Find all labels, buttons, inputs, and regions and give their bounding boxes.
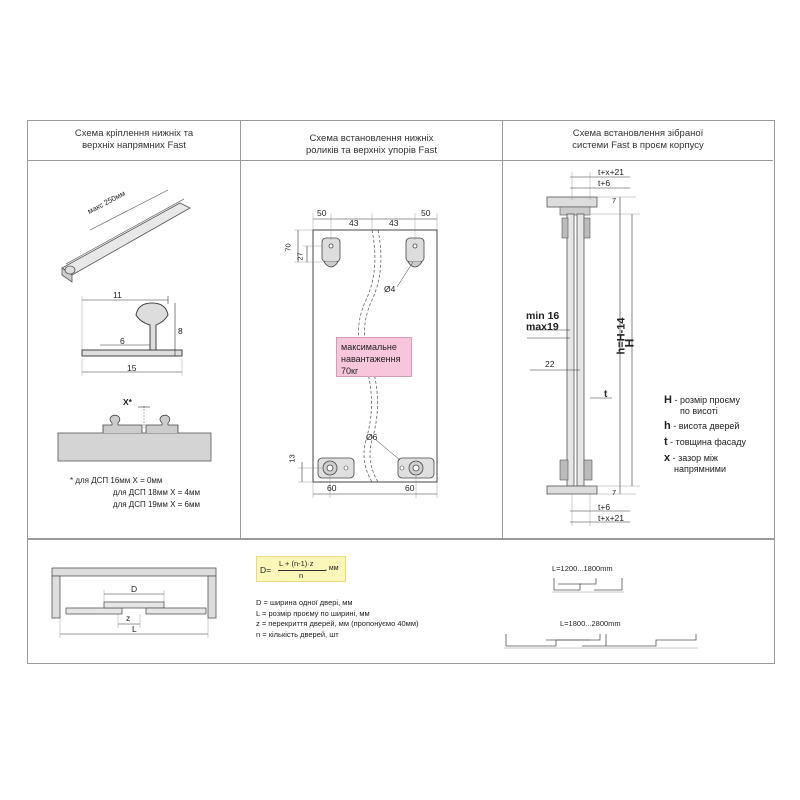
divider-left: [240, 120, 241, 538]
note-18mm: для ДСП 18мм X = 4мм: [112, 488, 200, 497]
def-D: D = ширина одної двері, мм: [256, 598, 353, 607]
middle-panel-title: Схема встановлення нижніх роликів та вер…: [241, 133, 502, 157]
dim-D: D: [131, 584, 138, 594]
min-16-label: min 16: [526, 310, 560, 322]
hole-4-label: Ø4: [384, 284, 396, 294]
right-title-line1: Схема встановлення зібраної: [572, 128, 704, 139]
dim-60-left: 60: [327, 483, 337, 493]
formula-numerator: L + (n-1)·z: [279, 559, 314, 568]
rail-3d-illustration: [61, 189, 191, 283]
dim-50-left: 50: [317, 208, 327, 218]
dim-50-right: 50: [421, 208, 431, 218]
bottom-roller-right: [397, 457, 435, 479]
middle-title-line1: Схема встановлення нижніх: [309, 133, 434, 144]
divider-right: [502, 120, 503, 538]
dim-7-top: 7: [612, 196, 617, 205]
dim-22: 22: [545, 359, 555, 369]
dim-43-right: 43: [389, 218, 399, 228]
title-band-frame: [27, 120, 773, 161]
dim-60-right: 60: [405, 483, 415, 493]
formula-definitions: D = ширина одної двері, мм L = розмір пр…: [256, 598, 419, 640]
dim-z: z: [126, 613, 131, 623]
bottom-section-frame: [27, 538, 775, 664]
formula-lhs: D=: [260, 565, 272, 575]
hole-6-label: Ø6: [366, 432, 378, 442]
t-label: t: [604, 389, 608, 400]
right-title-line2: системи Fast в проєм корпусу: [572, 140, 704, 151]
legend-x: x - зазор між: [664, 452, 718, 464]
top-stop-right: [405, 237, 425, 268]
dim-6: 6: [120, 336, 125, 346]
legend-H: H - розмір проєму: [664, 394, 740, 406]
dim-15: 15: [127, 363, 137, 373]
right-panel-title: Схема встановлення зібраної системи Fast…: [503, 128, 773, 152]
left-title-line1: Схема кріплення нижніх та: [74, 128, 194, 139]
legend-h: h - висота дверей: [664, 420, 740, 432]
note-19mm: для ДСП 19мм X = 6мм: [112, 500, 200, 509]
dim-43-left: 43: [349, 218, 359, 228]
max-load-line3: 70кг: [341, 366, 359, 376]
max-19-label: max19: [526, 321, 559, 333]
note-16mm: * для ДСП 16мм X = 0мм: [70, 476, 163, 485]
top-dim-t-6: t+6: [598, 178, 611, 188]
max-load-line2: навантаження: [341, 354, 401, 364]
def-z: z = перекриття дверей, мм (пропонуємо 40…: [256, 619, 419, 628]
top-dim-t-x-21: t+x+21: [598, 167, 624, 177]
left-title-line2: верхніх напрямних Fast: [82, 140, 186, 151]
def-L: L = розмір проєму по ширині, мм: [256, 608, 370, 618]
gap-x-label: X*: [123, 397, 132, 407]
legend-x-cont: напрямними: [674, 464, 727, 474]
left-panel-title: Схема кріплення нижніх та верхніх напрям…: [28, 128, 240, 152]
bottom-roller-left: [317, 457, 355, 479]
formula-unit: , мм: [325, 565, 339, 572]
legend-t: t - товщина фасаду: [664, 436, 747, 448]
rail-profile-section: [81, 296, 183, 376]
bottom-dim-t-x-21: t+x+21: [598, 513, 624, 523]
bottom-dim-t-6: t+6: [598, 502, 611, 512]
dim-11: 11: [113, 290, 122, 300]
ldsp-notes: * для ДСП 16мм X = 0мм для ДСП 18мм X = …: [70, 475, 230, 511]
door-width-formula: D= L + (n-1)·z n , мм: [256, 556, 346, 582]
dim-L: L: [132, 624, 137, 634]
top-section-frame: [27, 120, 775, 540]
legend-H-cont: по висоті: [680, 406, 718, 416]
range-1800-2800-label: L=1800...2800mm: [560, 619, 621, 628]
dim-7-bottom: 7: [612, 488, 617, 497]
max-load-line1: максимальне: [341, 342, 397, 352]
range-1200-1800-label: L=1200...1800mm: [552, 564, 613, 573]
dim-8: 8: [178, 326, 183, 336]
formula-bar: [278, 570, 326, 571]
max-load-box: максимальне навантаження 70кг: [336, 337, 412, 377]
formula-denominator: n: [299, 571, 304, 580]
middle-title-line2: роликів та верхніх упорів Fast: [306, 145, 437, 156]
board-with-rails: [57, 406, 212, 462]
def-n: n = кількість дверей, шт: [256, 629, 339, 639]
